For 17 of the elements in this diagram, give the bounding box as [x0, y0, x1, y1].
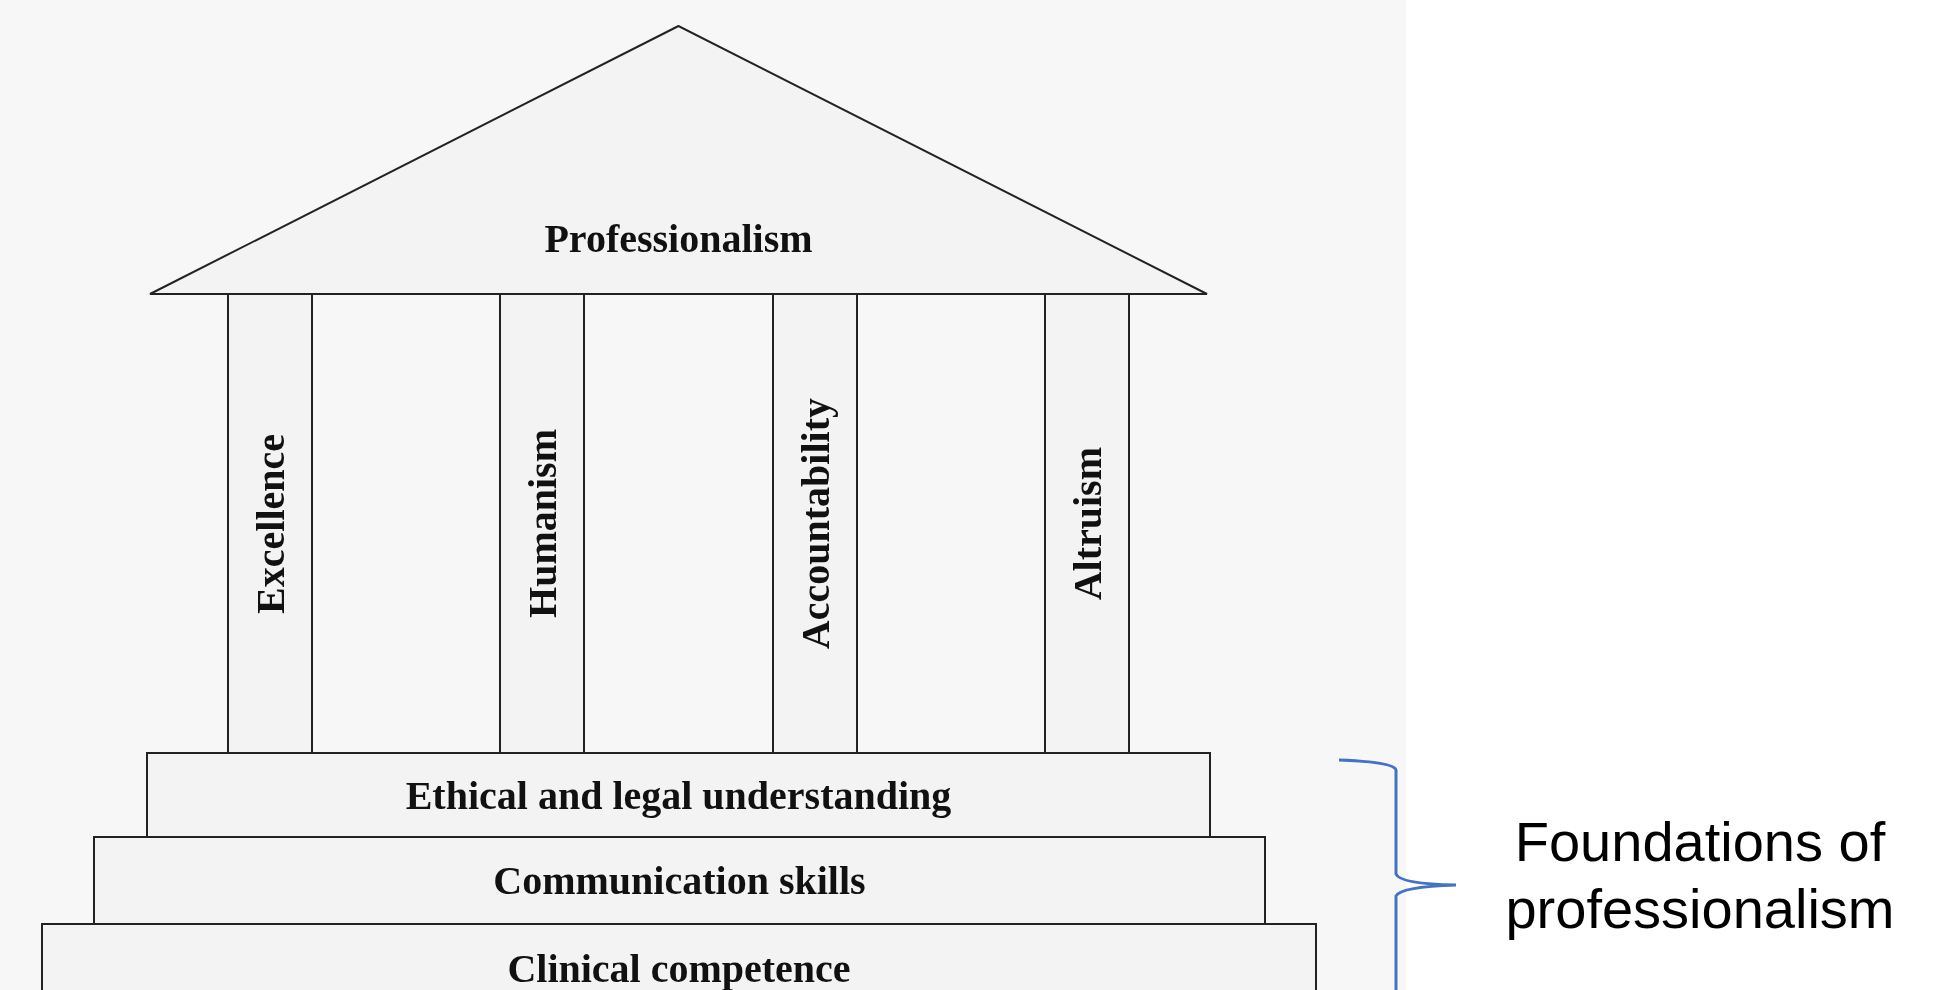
- bracket-label: Foundations of professionalism: [1504, 809, 1896, 943]
- pillar-label: Humanism: [518, 429, 566, 618]
- pillar: [1044, 293, 1130, 754]
- roof-triangle: [149, 25, 1208, 295]
- step-block: [41, 923, 1317, 990]
- title-text: Professionalism: [543, 215, 814, 262]
- step-label: Communication skills: [493, 857, 866, 904]
- pillar: [499, 293, 585, 754]
- pillar: [772, 293, 858, 754]
- pillar-label: Excellence: [246, 433, 294, 614]
- pillar-label: Accountability: [791, 397, 839, 650]
- step-block: [93, 836, 1266, 925]
- step-label: Ethical and legal understanding: [405, 771, 952, 819]
- step-label: Clinical competence: [507, 944, 851, 990]
- pillar-label: Altruism: [1063, 446, 1111, 601]
- step-block: [146, 752, 1211, 838]
- pillar: [227, 293, 313, 754]
